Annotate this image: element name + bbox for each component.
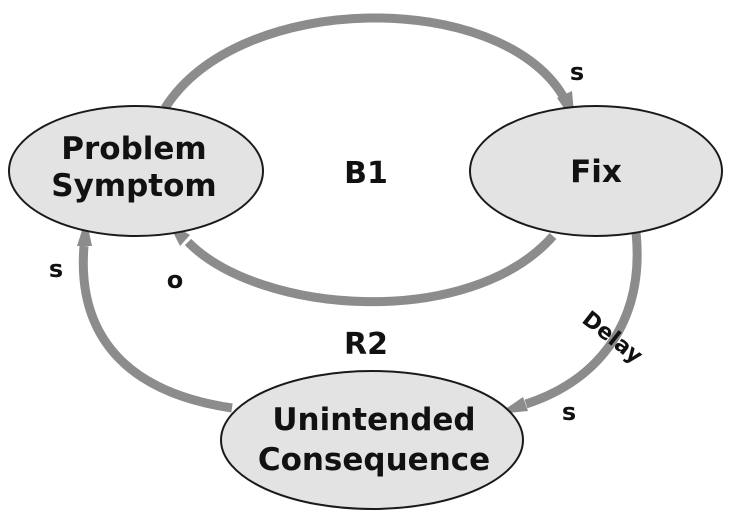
link-problem-to-fix [161,13,575,124]
node-fix: Fix [469,105,723,237]
polarity-fix-to-consequence: s [562,398,576,426]
loop-label-balancing: B1 [344,156,388,191]
link-fix-to-problem [168,222,557,307]
node-problem-symptom: Problem Symptom [8,105,264,237]
polarity-consequence-to-problem: s [49,255,63,283]
link-fix-to-consequence [498,231,642,414]
node-fix-label: Fix [570,154,622,190]
arrowhead [77,218,92,246]
link-consequence-to-problem [77,218,233,413]
node-problem-symptom-line2: Symptom [51,168,216,204]
node-unintended-consequence-line1: Unintended [272,402,475,438]
polarity-problem-to-fix: s [570,58,584,86]
node-problem-symptom-line1: Problem [61,131,206,167]
delay-label: Delay [577,307,647,369]
polarity-fix-to-problem: o [167,266,184,294]
loop-label-reinforcing: R2 [344,327,388,362]
node-unintended-consequence-line2: Consequence [258,442,490,478]
node-unintended-consequence: Unintended Consequence [220,370,524,510]
